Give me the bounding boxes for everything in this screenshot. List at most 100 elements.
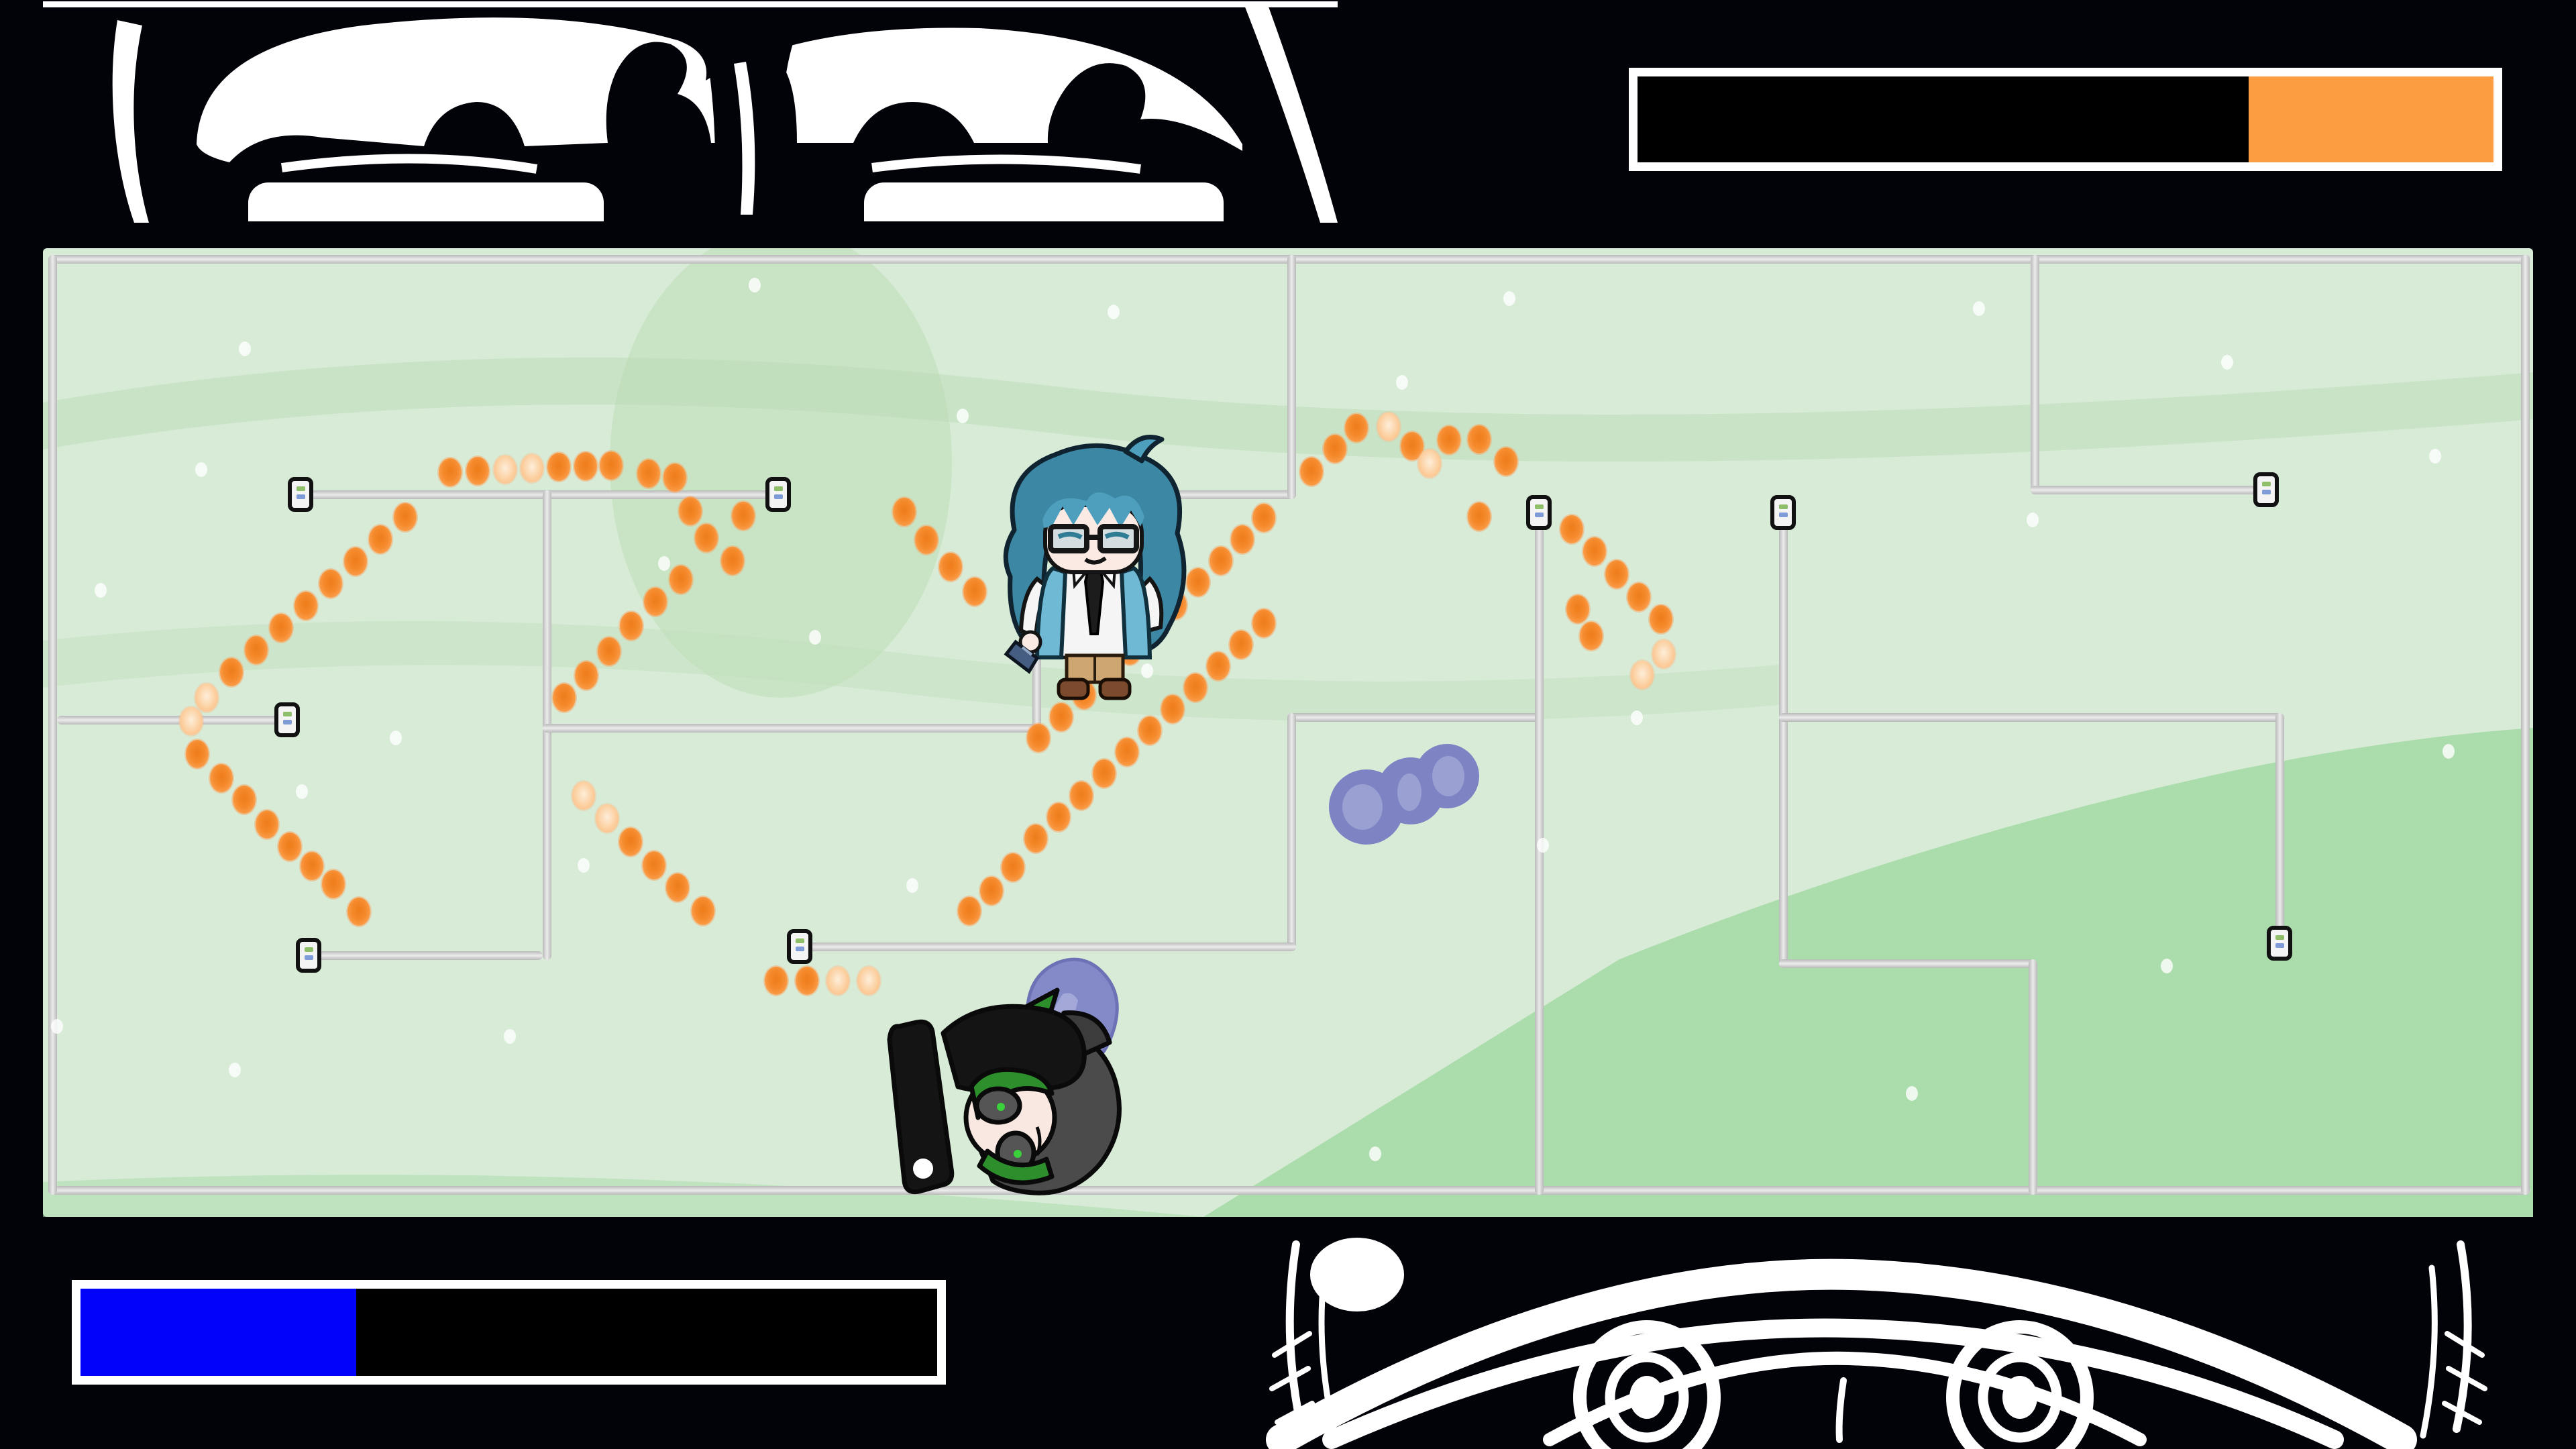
- bullet: [796, 967, 818, 995]
- wall: [1287, 255, 1296, 499]
- bg-dot: [1108, 305, 1120, 319]
- bullet: [1652, 640, 1675, 668]
- player-charge-fill: [80, 1289, 357, 1376]
- enemy-portrait: [40, 0, 1348, 244]
- bullet: [644, 588, 667, 616]
- bullet: [1210, 547, 1232, 575]
- bg-dot: [1537, 838, 1549, 853]
- bullet: [721, 547, 744, 575]
- top-hat-player-sprite[interactable]: [879, 986, 1134, 1214]
- bullet: [692, 897, 714, 925]
- bullet: [547, 453, 570, 481]
- bullet: [1438, 426, 1460, 454]
- bullet: [245, 636, 268, 664]
- bullet: [521, 454, 543, 482]
- bullet: [1047, 803, 1070, 831]
- wall: [2031, 255, 2039, 494]
- bullet: [619, 828, 642, 856]
- gate-cap: [1770, 495, 1796, 530]
- wall: [314, 951, 543, 960]
- gate-cap: [288, 477, 313, 512]
- bg-dot: [1631, 710, 1643, 725]
- bullet: [893, 498, 916, 526]
- wall: [543, 724, 1041, 733]
- bg-dot: [296, 784, 308, 799]
- bullet: [553, 684, 576, 712]
- bullet: [394, 503, 417, 531]
- bg-dot: [51, 1019, 63, 1034]
- bg-dot: [229, 1063, 241, 1077]
- bullet: [669, 566, 692, 594]
- bg-dot: [1141, 663, 1153, 678]
- bullet: [1184, 674, 1207, 702]
- bullet: [574, 452, 597, 480]
- bullet: [439, 458, 462, 486]
- bullet: [1495, 447, 1517, 476]
- bullet: [666, 873, 689, 902]
- bullet: [958, 897, 981, 925]
- bg-dot: [1369, 1146, 1381, 1161]
- bullet: [1560, 515, 1583, 543]
- bullet: [1650, 605, 1672, 633]
- bullet: [620, 612, 643, 640]
- bullet: [301, 852, 323, 880]
- bullet: [1161, 695, 1184, 723]
- bg-dot: [906, 878, 918, 893]
- bg-dot: [195, 462, 207, 477]
- bullet: [1093, 759, 1116, 788]
- wall: [48, 255, 57, 1195]
- bullet: [1050, 703, 1073, 731]
- bullet: [826, 967, 849, 995]
- bullet: [1116, 738, 1138, 766]
- bullet: [466, 457, 489, 485]
- bullet: [322, 870, 345, 898]
- bullet: [939, 553, 962, 581]
- bullet: [1002, 853, 1024, 881]
- bullet: [256, 810, 278, 839]
- wall: [805, 943, 1296, 951]
- bg-dot: [239, 341, 251, 356]
- enemy-hp-fill: [2249, 76, 2493, 162]
- bullet: [220, 658, 243, 686]
- gate-cap: [296, 938, 321, 973]
- bullet: [195, 684, 218, 712]
- bullet: [1070, 782, 1093, 810]
- bg-dot: [2221, 355, 2233, 370]
- bullet: [1252, 504, 1275, 532]
- bullet: [963, 578, 986, 606]
- bullet: [1187, 568, 1210, 596]
- bg-dot: [2027, 513, 2039, 527]
- player-portrait: [1261, 1228, 2496, 1449]
- scientist-enemy-sprite: [1003, 435, 1187, 700]
- bullet: [1631, 661, 1654, 689]
- bullet: [1027, 724, 1050, 752]
- bullet: [294, 592, 317, 620]
- bullet: [765, 967, 788, 995]
- player-charge-track: [80, 1289, 937, 1376]
- wall: [1779, 508, 1788, 968]
- bullet: [278, 833, 301, 861]
- bullet: [1300, 458, 1323, 486]
- bullet: [233, 786, 256, 814]
- gate-cap: [2267, 926, 2292, 961]
- gate-cap: [787, 929, 812, 964]
- bullet: [1024, 824, 1047, 853]
- bullet: [637, 460, 660, 488]
- enemy-hp-bar: [1629, 68, 2502, 171]
- bullet: [344, 547, 367, 576]
- bullet: [210, 764, 233, 792]
- bullet: [347, 898, 370, 926]
- bullet: [1324, 435, 1346, 463]
- bullet: [369, 525, 392, 553]
- bg-dot: [2161, 959, 2173, 973]
- bullet: [1627, 583, 1650, 611]
- purple-slime: [1329, 744, 1479, 845]
- bg-dot: [2429, 449, 2441, 464]
- bullet: [663, 464, 686, 492]
- arena[interactable]: [43, 248, 2533, 1217]
- gate-cap: [765, 477, 791, 512]
- wall: [2029, 959, 2037, 1195]
- wall: [2031, 486, 2272, 494]
- bg-dot: [1973, 301, 1985, 316]
- gate-cap: [274, 702, 300, 737]
